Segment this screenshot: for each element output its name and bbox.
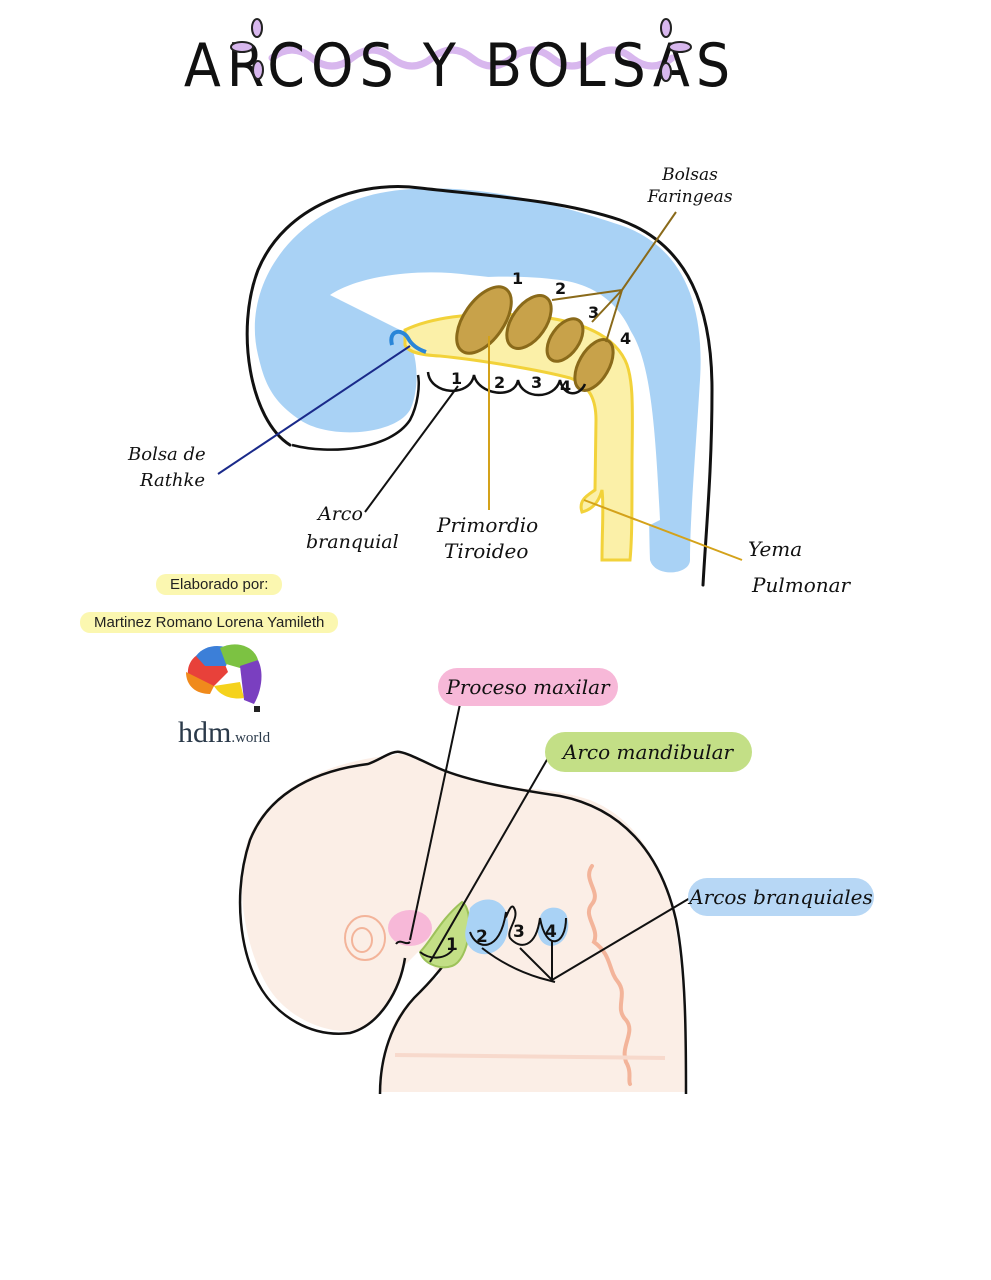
torso-base-line	[394, 1053, 666, 1060]
pouch-2	[505, 294, 553, 350]
label-arco-2: branquial	[306, 531, 399, 553]
label-primordio-2: Tiroideo	[444, 539, 528, 563]
brand-main-text: hdm	[178, 716, 232, 749]
head-arch-number-3: 3	[513, 922, 525, 942]
label-arco-mandibular: Arco mandibular	[561, 740, 735, 764]
petal-right-bottom	[660, 62, 672, 82]
maxilar-leader	[409, 703, 461, 941]
brand-suffix-text: .world	[231, 730, 271, 746]
embryo-head-diagram: 1 2 3 4 Proceso maxilar Arco mandibular …	[238, 668, 874, 1095]
label-primordio-1: Primordio	[436, 513, 538, 537]
page-title: ARCOS Y BOLSAS	[184, 31, 736, 101]
pouch-number-2: 2	[555, 279, 566, 298]
top-leader-lines	[217, 211, 743, 561]
arch-number-1: 1	[451, 369, 462, 388]
label-bolsas-1: Bolsas	[661, 165, 718, 185]
arch-number-3: 3	[531, 373, 542, 392]
pill-proceso-maxilar-bg	[438, 668, 618, 706]
credit-made-by: Elaborado por:	[156, 574, 283, 595]
title-decoration-left	[230, 18, 264, 80]
credit-author: Martinez Romano Lorena Yamileth	[80, 612, 339, 633]
label-yema-2: Pulmonar	[751, 573, 852, 597]
pouch-number-1: 1	[512, 269, 523, 288]
branchial-arch-bumps	[426, 371, 587, 397]
head-arch-numbers: 1 2 3 4	[446, 922, 557, 955]
title-decoration-right	[660, 18, 692, 82]
rathke-pouch-shape	[389, 329, 427, 354]
arches-outline	[395, 905, 567, 983]
brain-logo-purple	[240, 660, 262, 704]
label-rathke-2: Rathke	[139, 470, 205, 491]
pill-proceso-maxilar: Proceso maxilar	[438, 668, 618, 706]
label-bolsas-2: Faringeas	[646, 187, 732, 207]
mandibular-leader	[429, 757, 549, 963]
title-group: ARCOS Y BOLSAS	[184, 18, 736, 101]
brain-logo-icon	[186, 644, 262, 712]
top-text-labels: Bolsas Faringeas Bolsa de Rathke Arco br…	[127, 165, 852, 597]
brain-logo-corner	[254, 706, 260, 712]
yema-leader	[583, 499, 743, 561]
pharyngeal-pouches	[455, 285, 615, 392]
bottom-leader-lines	[409, 703, 691, 983]
maxillary-process	[388, 910, 432, 946]
petal-left-top	[251, 18, 263, 38]
title-underline-squiggle	[268, 46, 676, 70]
arch-number-4: 4	[560, 377, 571, 396]
brain-logo-green	[220, 644, 258, 668]
head-arch-number-1: 1	[446, 935, 458, 955]
brain-logo-yellow	[214, 682, 244, 699]
embryo-inner-outline	[291, 374, 420, 451]
pill-arcos-branquiales: Arcos branquiales	[687, 878, 874, 916]
pouch-number-3: 3	[588, 303, 599, 322]
pouch-3	[545, 317, 585, 363]
head-arch-number-4: 4	[545, 922, 557, 942]
petal-left-mid	[230, 41, 254, 53]
pouch-1	[455, 285, 513, 355]
credit-made-by-text: Elaborado por:	[170, 576, 269, 593]
pill-arco-mandibular-bg	[545, 732, 752, 772]
label-proceso-maxilar: Proceso maxilar	[445, 675, 611, 699]
petal-right-top	[660, 18, 672, 38]
pouch-number-labels: 1 2 3 4	[512, 269, 631, 348]
credit-author-text: Martinez Romano Lorena Yamileth	[94, 614, 325, 631]
label-yema-1: Yema	[748, 537, 802, 561]
otic-swirl-outer	[344, 915, 386, 961]
arch-number-labels: 1 2 3 4	[451, 369, 571, 396]
branquiales-leader	[519, 897, 691, 983]
bolsas-leader	[551, 211, 677, 343]
head-arch-number-2: 2	[476, 927, 488, 947]
label-arcos-branquiales: Arcos branquiales	[687, 885, 873, 909]
embryo-sagittal-diagram: 1 2 3 4 1 2 3 4 Bolsas Faringeas Bolsa d…	[127, 165, 852, 597]
arco-leader	[364, 385, 459, 513]
label-rathke-1: Bolsa de	[127, 444, 206, 465]
embryo-outline	[245, 185, 714, 587]
otic-swirl-inner	[351, 927, 373, 953]
dorsal-wave-line	[586, 864, 632, 1086]
arch-number-2: 2	[494, 373, 505, 392]
pill-arco-mandibular: Arco mandibular	[545, 732, 752, 772]
otic-swirl-icon	[344, 915, 386, 961]
pill-arcos-branquiales-bg	[688, 878, 874, 916]
head-outline	[238, 750, 688, 1095]
petal-right-mid	[668, 41, 692, 53]
brain-logo-orange	[186, 672, 214, 694]
label-arco-1: Arco	[316, 503, 363, 525]
petal-left-bottom	[252, 60, 264, 80]
rathke-leader	[217, 345, 411, 475]
pouch-number-4: 4	[620, 329, 631, 348]
brand-wordmark: hdm.world	[178, 716, 270, 750]
